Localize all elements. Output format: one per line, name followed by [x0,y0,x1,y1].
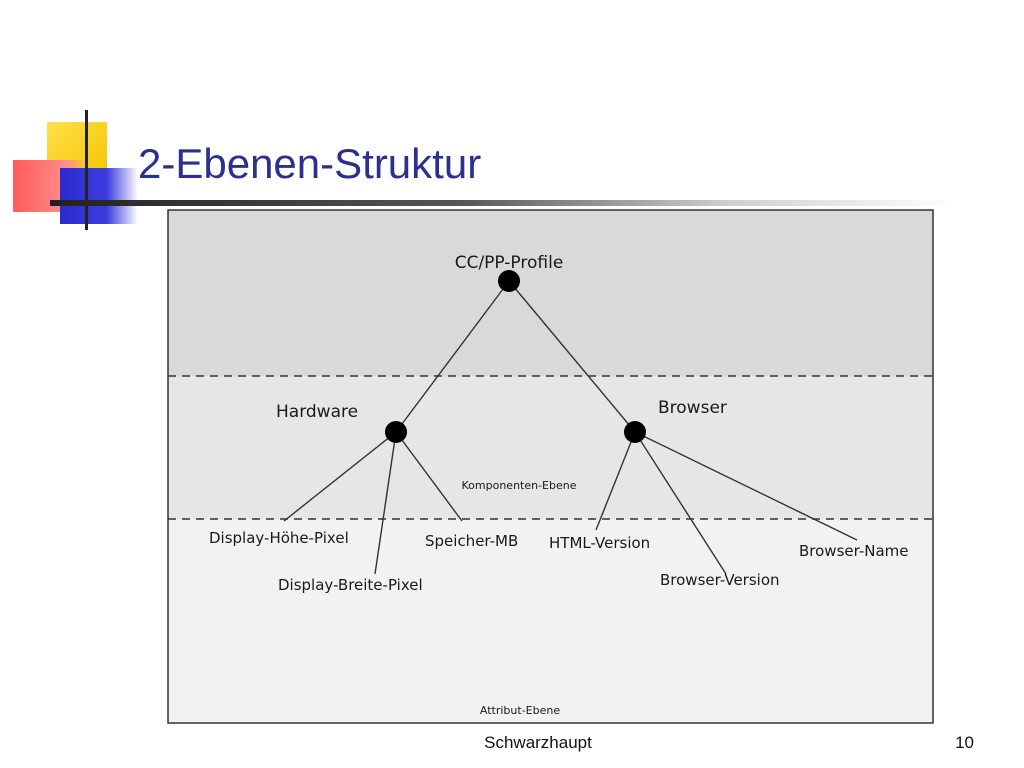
attr-browser-name: Browser-Name [799,542,909,560]
edge-browser-name [634,431,858,541]
edge-hardware-memory [395,431,463,522]
attr-display-width: Display-Breite-Pixel [278,576,423,594]
browser-node [624,421,646,443]
edge-hardware-display-width [374,431,397,575]
title-rule [50,200,955,206]
profile-band [168,210,933,376]
hardware-label: Hardware [276,402,358,422]
page-number: 10 [955,733,974,752]
component-band [168,376,933,519]
browser-label: Browser [658,398,727,418]
edge-browser-html-version [595,431,636,531]
attr-html-version: HTML-Version [549,534,650,552]
footer-author: Schwarzhaupt [484,733,592,752]
attr-memory: Speicher-MB [425,532,518,550]
edge-root-browser [508,280,636,433]
slide-title: 2-Ebenen-Struktur [138,140,482,187]
hardware-node [385,421,407,443]
vertical-line-decoration [85,110,88,230]
edge-browser-version [634,431,727,575]
attribute-band [168,519,933,723]
edge-root-hardware [395,280,510,433]
diagram-border [167,209,934,724]
component-level-label: Komponenten-Ebene [462,479,577,492]
edge-hardware-display-height [283,431,397,522]
attr-browser-version: Browser-Version [660,571,780,589]
attribute-level-label: Attribut-Ebene [480,704,560,717]
root-label: CC/PP-Profile [455,253,564,273]
root-node [498,270,520,292]
attr-display-height: Display-Höhe-Pixel [209,529,349,547]
blue-square-decoration [60,168,138,224]
